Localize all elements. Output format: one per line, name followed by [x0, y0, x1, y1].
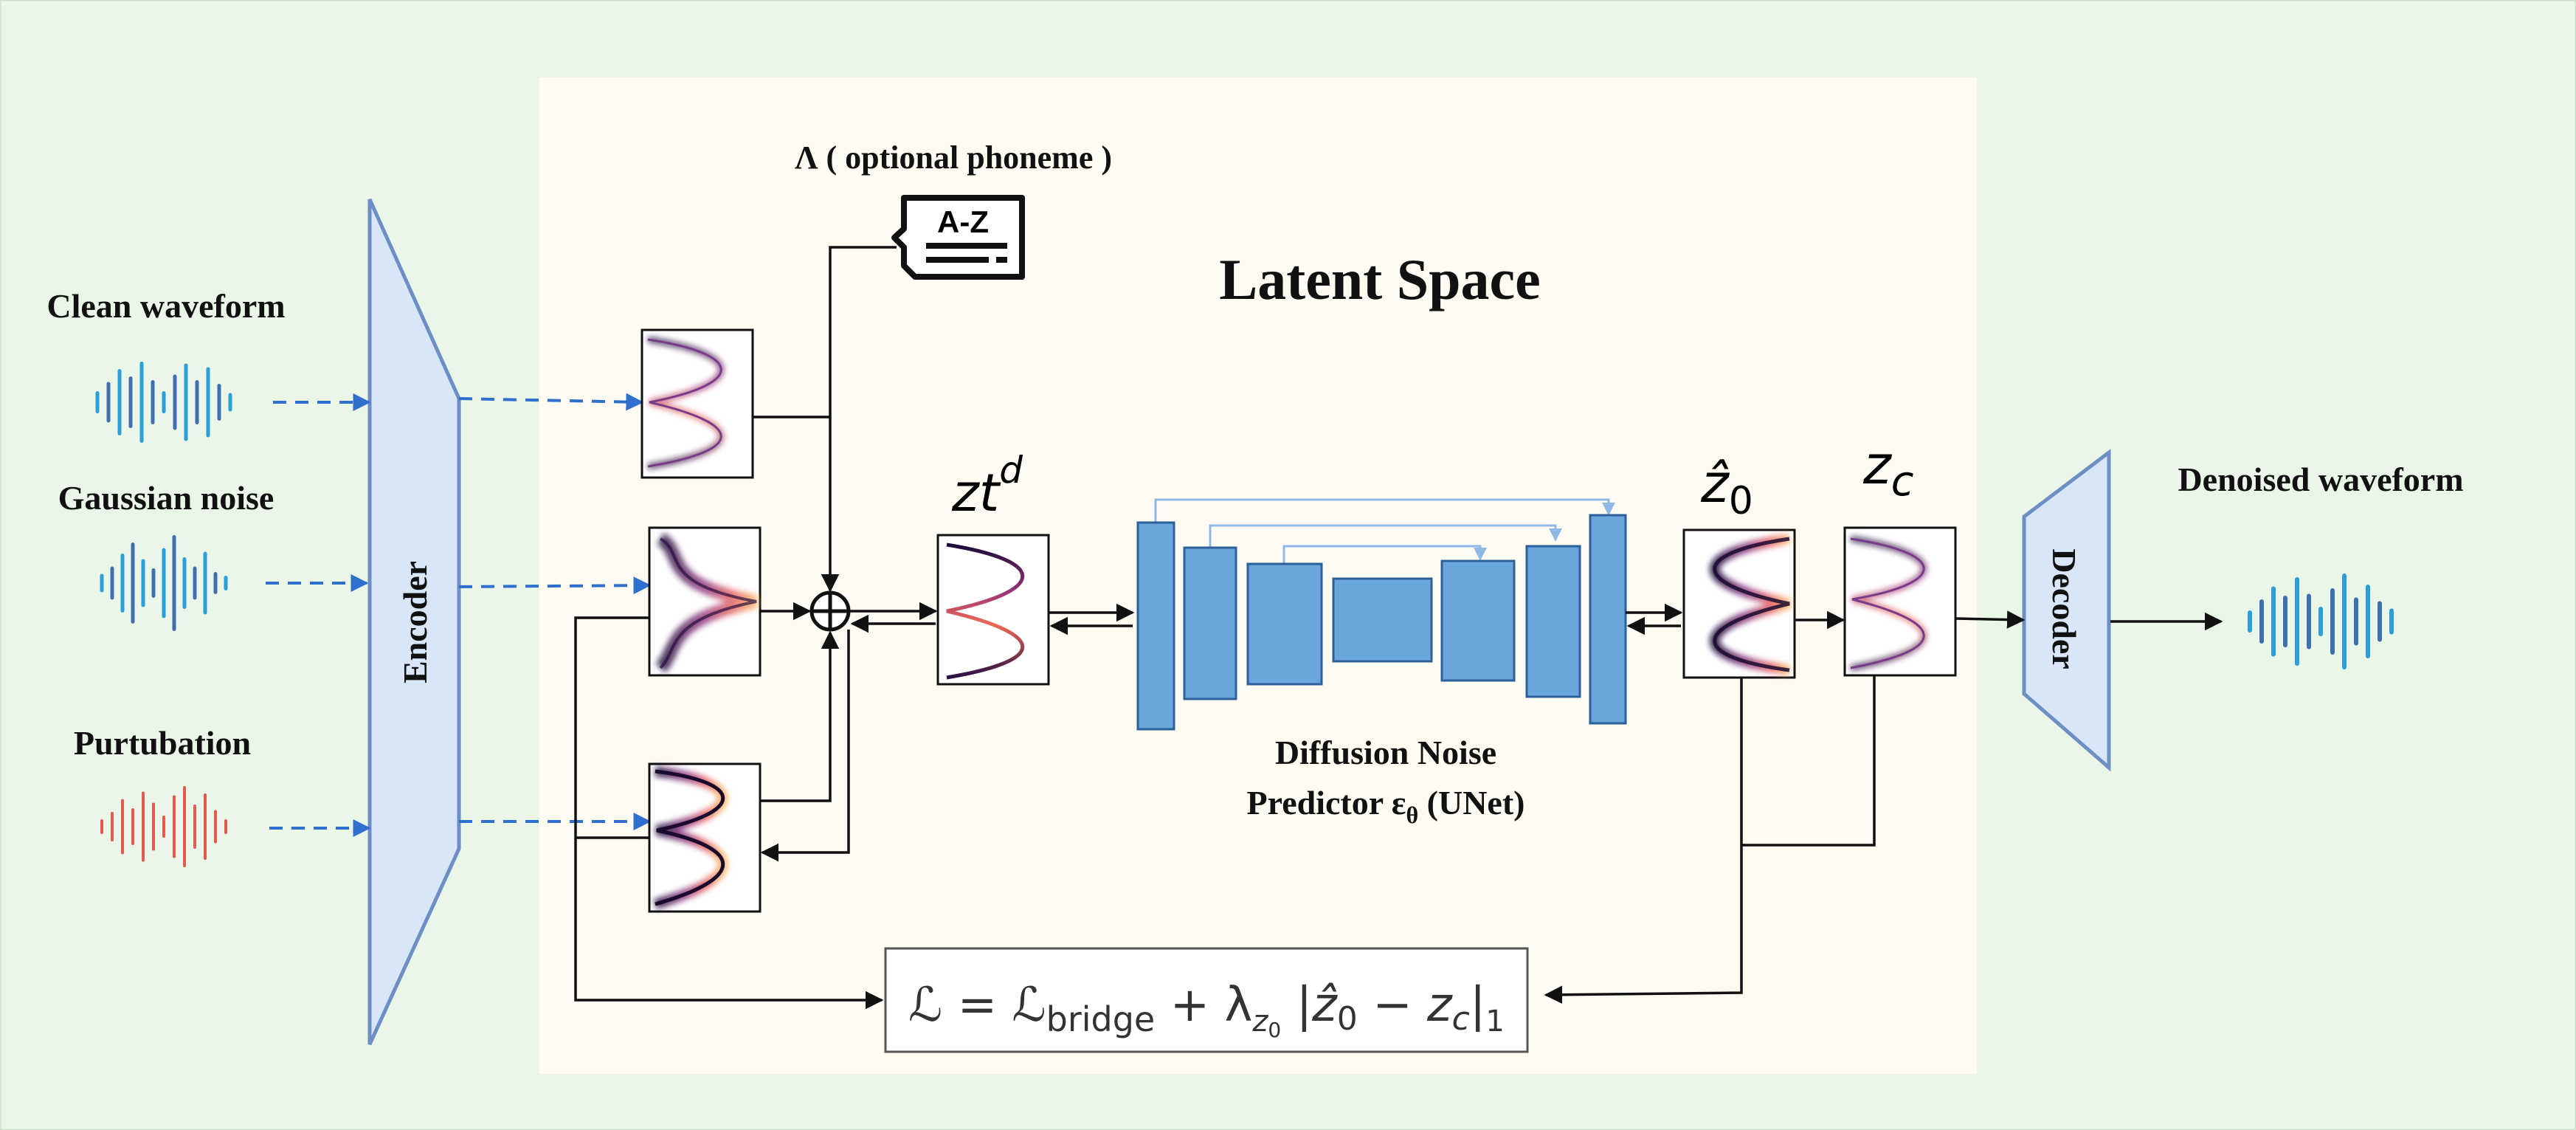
z0hat-to-loss-line: [1544, 678, 1743, 1004]
gaussian-noise-label: Gaussian noise: [58, 479, 274, 517]
decoder-block: [2022, 448, 2111, 772]
denoised-waveform-icon: [2248, 573, 2394, 669]
encoder-to-latent2-arrow: [458, 576, 652, 595]
denoised-waveform-label: Denoised waveform: [2178, 461, 2463, 498]
latent-space-title: Latent Space: [1219, 247, 1540, 311]
phoneme-icon-text: A-Z: [937, 204, 989, 239]
sum-to-latent3-arrow: [760, 630, 850, 862]
z0hat-latent-box: [1682, 528, 1796, 679]
zt-latent-box: [936, 534, 1050, 686]
phoneme-icon: A-Z: [891, 195, 1025, 280]
zc-to-loss-line: [1741, 675, 1876, 847]
encoder-block: [367, 198, 461, 1046]
zc-label: zc: [1862, 434, 1914, 506]
clean-waveform-icon: [95, 362, 232, 443]
zc-latent-box: [1843, 526, 1957, 677]
z0hat-label: ẑ0: [1700, 452, 1753, 523]
decoder-label: Decoder: [2045, 548, 2083, 669]
loss-box: [884, 947, 1529, 1053]
latent3-to-sum-arrow: [760, 630, 840, 802]
unet-block: [1136, 498, 1627, 731]
gaussian-noise-waveform-icon: [100, 535, 228, 631]
left-to-loss-line: [574, 616, 884, 1010]
loss-formula: ℒ = ℒbridge + λz0 |ẑ0 − zc|1: [908, 978, 1505, 1042]
phoneme-label: Λ ( optional phoneme ): [795, 139, 1112, 176]
perturbation-waveform-icon: [100, 786, 227, 867]
perturbation-label: Purtubation: [74, 724, 251, 762]
encoder-label: Encoder: [396, 561, 434, 683]
zt-label: ztd: [951, 449, 1023, 523]
clean-waveform-label: Clean waveform: [46, 287, 285, 325]
unet-label-line1: Diffusion Noise: [1275, 734, 1496, 771]
unet-label-line2: Predictor εθ (UNet): [1247, 784, 1525, 828]
latent-clean-box: [640, 328, 754, 479]
latent-gaussian-box: [648, 526, 762, 677]
zc-to-decoder-arrow: [1955, 610, 2026, 629]
encoder-to-latent1-arrow: [458, 393, 644, 411]
latent-perturbation-box: [648, 762, 762, 913]
phoneme-to-sum-line: [821, 246, 897, 593]
sum-node: [809, 590, 851, 632]
